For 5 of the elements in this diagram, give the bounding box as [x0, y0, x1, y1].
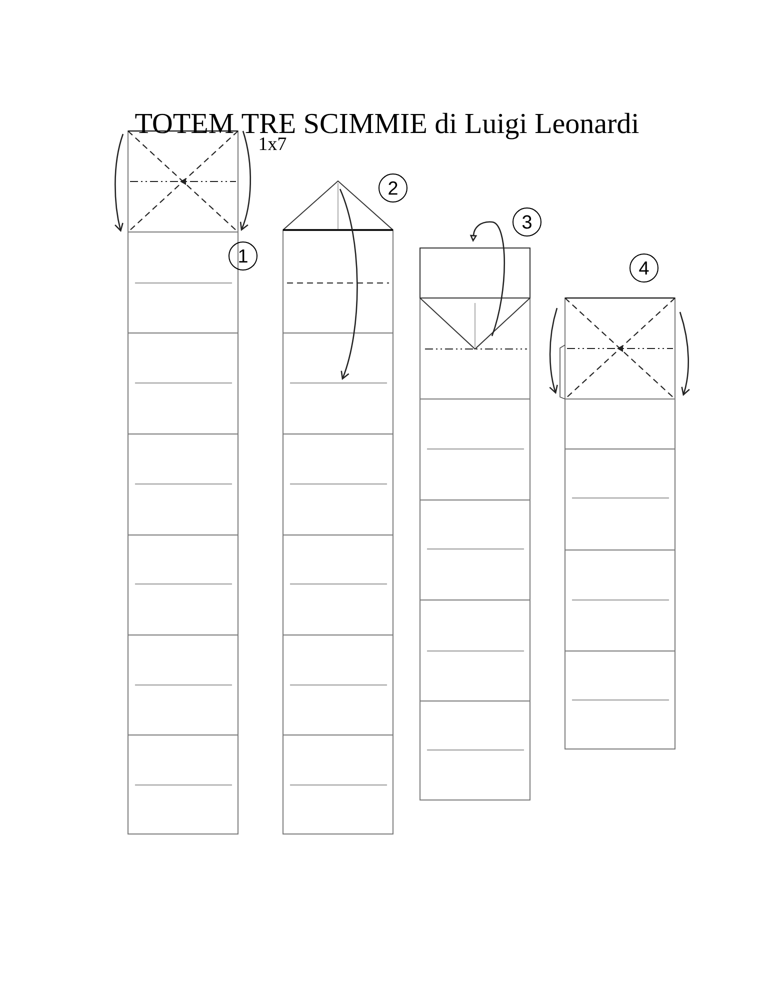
step-number: 2 [378, 174, 408, 202]
step-number: 4 [630, 254, 658, 282]
step-number: 1 [228, 242, 258, 270]
ratio-label: 1x7 [260, 137, 286, 150]
step-number: 3 [512, 208, 542, 236]
